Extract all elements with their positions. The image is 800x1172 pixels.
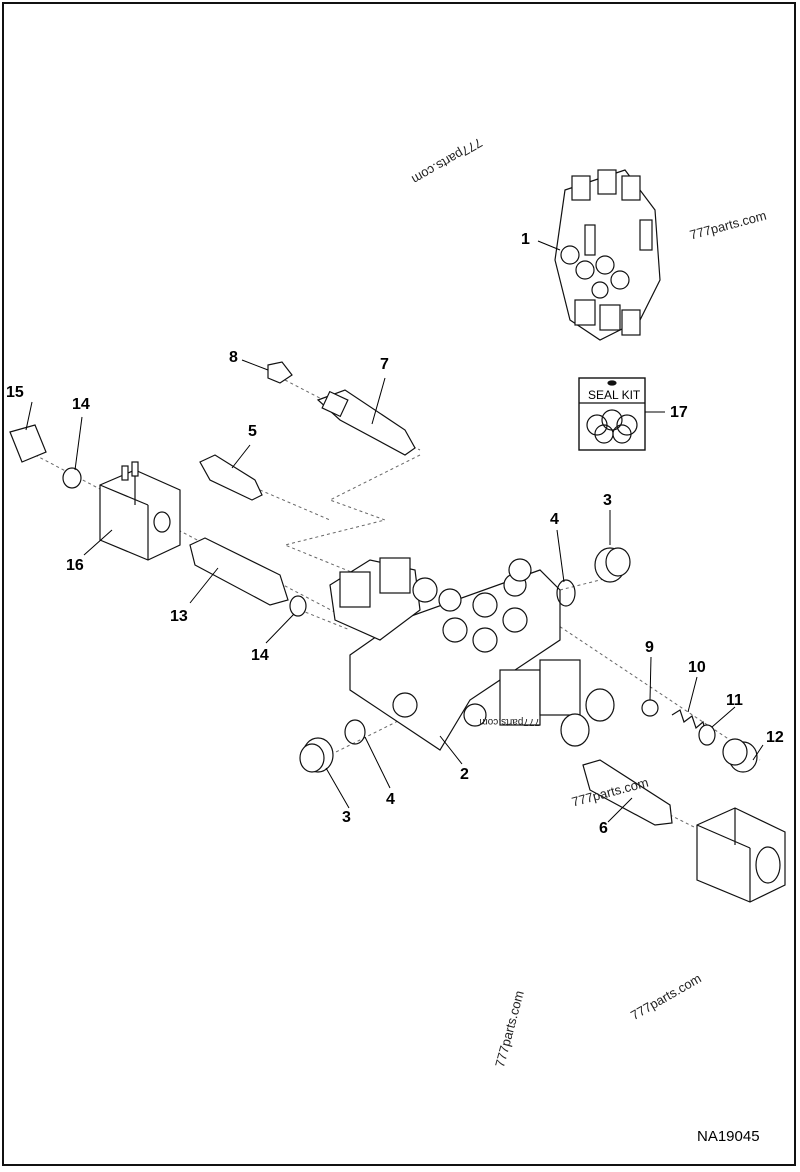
plug-part-3-bottom <box>299 737 334 773</box>
callout-8: 8 <box>229 349 238 366</box>
spool-part-6 <box>582 759 673 826</box>
callout-9: 9 <box>645 639 654 656</box>
callout-16: 16 <box>66 557 84 574</box>
solenoid-coil-lower <box>696 807 786 903</box>
ball-part-9 <box>641 699 659 717</box>
callout-15: 15 <box>6 384 24 401</box>
plug-part-3-top <box>594 547 631 583</box>
seal-kit-label: SEAL KIT <box>588 388 641 402</box>
callout-11: 11 <box>726 692 743 709</box>
figure-id: NA19045 <box>697 1128 760 1145</box>
cartridge-part-7 <box>316 389 416 456</box>
knurled-nut-part-15 <box>9 424 47 463</box>
callout-6: 6 <box>599 820 608 837</box>
seal-kit-box <box>578 377 646 451</box>
callout-13: 13 <box>170 608 188 625</box>
callout-10: 10 <box>688 659 706 676</box>
cap-part-12 <box>722 738 758 773</box>
callout-5: 5 <box>248 423 257 440</box>
valve-body-part-2 <box>329 557 615 751</box>
stem-part-13 <box>189 537 289 606</box>
relief-valve-part-5 <box>199 454 263 501</box>
callout-4-bottom: 4 <box>386 791 395 808</box>
o-ring-part-14-bottom <box>289 595 307 617</box>
callout-1: 1 <box>521 231 530 248</box>
callout-3-top: 3 <box>603 492 612 509</box>
solenoid-coil-part-16 <box>99 461 181 561</box>
valve-assembly-part-1 <box>554 169 661 341</box>
callout-17: 17 <box>670 404 688 421</box>
fitting-part-8 <box>267 361 293 384</box>
watermark-4: 777parts.com <box>479 716 540 727</box>
o-ring-part-11 <box>698 724 716 746</box>
callout-14-top: 14 <box>72 396 90 413</box>
callout-12: 12 <box>766 729 784 746</box>
spring-part-10 <box>671 709 707 735</box>
callout-7: 7 <box>380 356 389 373</box>
callout-3-bottom: 3 <box>342 809 351 826</box>
o-ring-part-4-top <box>556 579 576 607</box>
callout-14-bottom: 14 <box>251 647 269 664</box>
o-ring-part-14-top <box>62 467 82 489</box>
callout-2: 2 <box>460 766 469 783</box>
callout-4-top: 4 <box>550 511 559 528</box>
o-ring-part-4-bottom <box>344 719 366 745</box>
